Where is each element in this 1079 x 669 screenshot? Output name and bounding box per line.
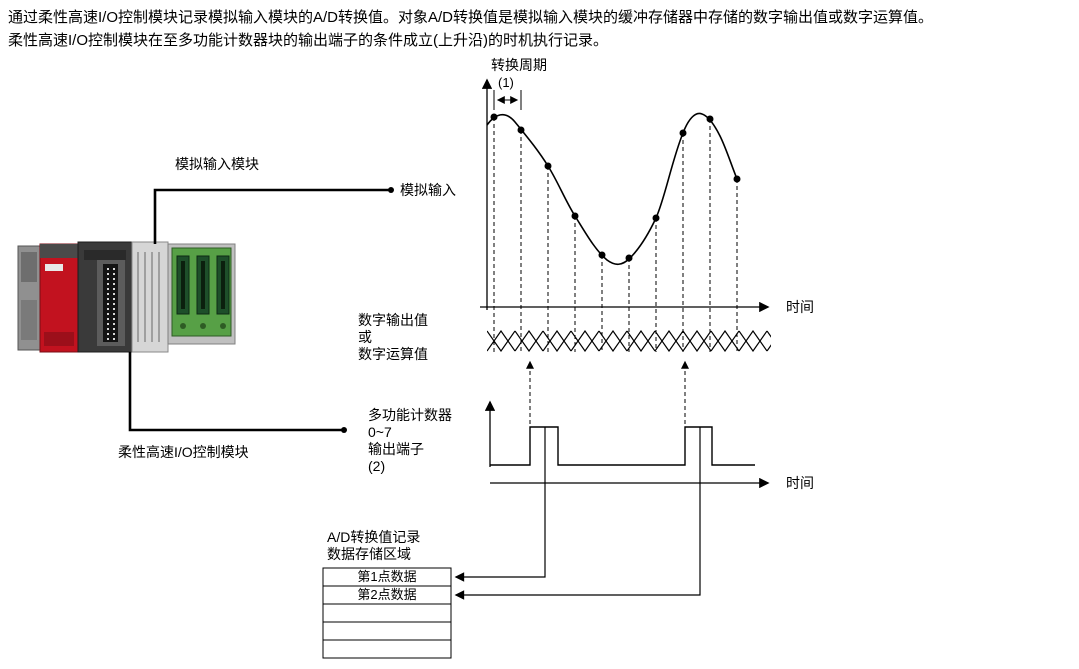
sample-point [598, 251, 606, 259]
digital-value-band: 数字输出值 或 数字运算值 [358, 312, 771, 362]
plc-board-screw [220, 323, 226, 329]
sample-point [733, 175, 741, 183]
record-arrows [454, 427, 701, 600]
digital-value-label-line1: 数字输出值 [358, 312, 428, 328]
digital-value-label-line2: 或 [358, 329, 372, 345]
storage-title-line2: 数据存储区域 [327, 546, 411, 562]
plc-end-module-slot [21, 252, 37, 282]
conversion-cycle-label: 转换周期 [491, 57, 547, 73]
plc-end-module-slot2 [21, 300, 37, 340]
storage-area: A/D转换值记录 数据存储区域 第1点数据 第2点数据 [322, 529, 452, 659]
record-arrow-point1 [454, 427, 546, 582]
table-row-1: 第1点数据 [357, 569, 416, 584]
sample-points [490, 113, 741, 262]
module-callouts: 模拟输入模块 模拟输入 柔性高速I/O控制模块 [118, 156, 456, 460]
ad-sampling-chart: 时间 转换周期 (1) [480, 57, 814, 352]
sample-point [571, 212, 579, 220]
intro-text-line2: 柔性高速I/O控制模块在至多功能计数器块的输出端子的条件成立(上升沿)的时机执行… [8, 32, 608, 49]
counter-label-line3: 输出端子 [368, 441, 424, 457]
conversion-cycle-ref: (1) [498, 75, 514, 90]
time-label-bottom: 时间 [786, 475, 814, 491]
record-arrow-point2 [454, 427, 701, 600]
counter-label-line4: (2) [368, 458, 385, 474]
table-row-2: 第2点数据 [357, 587, 416, 602]
plc-module-illustration [17, 241, 236, 353]
sample-dashed-lines [493, 117, 738, 352]
counter-label-line2: 0~7 [368, 424, 392, 440]
plc-board-screw [200, 323, 206, 329]
counter-pulse-waveform [490, 426, 755, 466]
sample-point [652, 214, 660, 222]
plc-red-module-top [40, 244, 78, 258]
analog-input-pointer-line [153, 188, 391, 244]
counter-label-line1: 多功能计数器 [368, 407, 452, 423]
sample-point [625, 254, 633, 262]
time-label-top: 时间 [786, 299, 814, 315]
intro-paragraph: 通过柔性高速I/O控制模块记录模拟输入模块的A/D转换值。对象A/D转换值是模拟… [8, 6, 1076, 52]
plc-board-screw [180, 323, 186, 329]
flexible-module-pointer-dot [341, 427, 347, 433]
digital-value-x-pattern [487, 330, 771, 352]
plc-analog-connector-slot [201, 261, 205, 309]
plc-io-control-module-top [84, 250, 126, 260]
digital-value-label-line3: 数字运算值 [358, 346, 428, 362]
flexible-module-pointer-line [128, 352, 344, 432]
sample-point [679, 129, 687, 137]
analog-input-pointer-dot [388, 187, 394, 193]
storage-table: 第1点数据 第2点数据 [322, 567, 452, 659]
plc-analog-connector-slot [221, 261, 225, 309]
counter-output-chart: 多功能计数器 0~7 输出端子 (2) 时间 [368, 360, 814, 491]
sample-point [706, 115, 714, 123]
intro-text-line1: 通过柔性高速I/O控制模块记录模拟输入模块的A/D转换值。对象A/D转换值是模拟… [8, 9, 934, 26]
sample-point [490, 113, 498, 121]
plc-analog-connector-slot [181, 261, 185, 309]
storage-table-border [322, 567, 452, 659]
flexible-module-label: 柔性高速I/O控制模块 [118, 444, 249, 460]
analog-signal-curve [486, 112, 738, 266]
plc-red-module-label [45, 264, 63, 271]
sample-point [517, 126, 525, 134]
analog-input-label: 模拟输入 [400, 182, 456, 198]
analog-input-module-label: 模拟输入模块 [175, 156, 259, 172]
plc-red-module-bottom [44, 332, 74, 346]
sample-point [544, 162, 552, 170]
storage-title-line1: A/D转换值记录 [327, 529, 420, 545]
plc-io-connector [103, 264, 118, 342]
